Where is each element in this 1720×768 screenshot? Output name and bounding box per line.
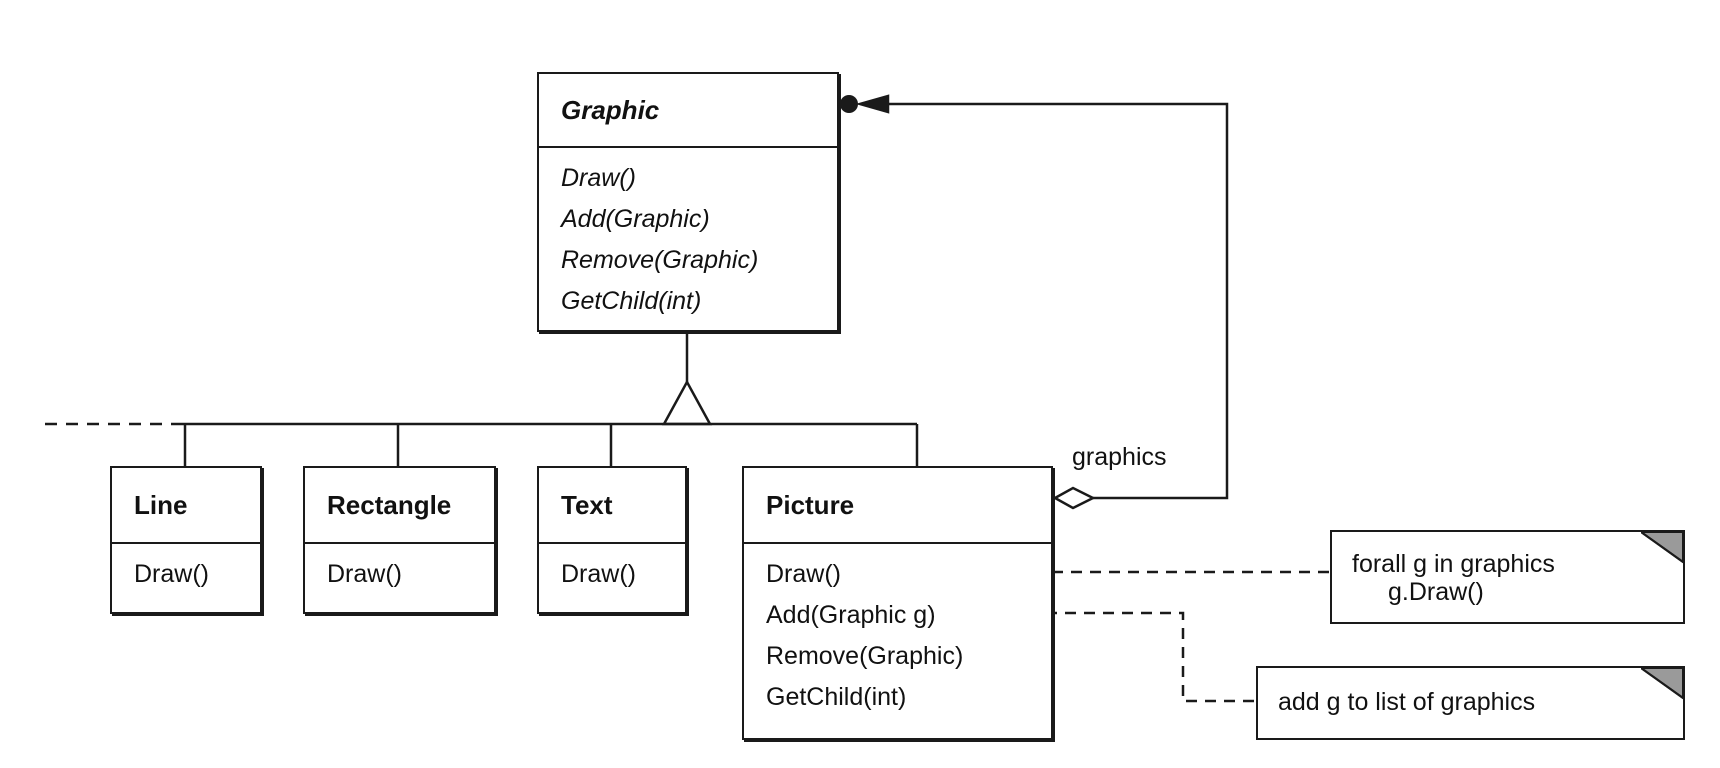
picture-op-add: Add(Graphic g) xyxy=(766,601,936,629)
rectangle-op-draw: Draw() xyxy=(327,560,402,588)
line-class-name: Line xyxy=(112,468,260,544)
folded-corner-icon xyxy=(1641,667,1684,700)
draw-note-line1: forall g in graphics xyxy=(1352,550,1555,578)
aggregation-line xyxy=(870,102,1229,500)
add-note: add g to list of graphics xyxy=(1256,666,1685,740)
graphic-class-operations: Draw() Add(Graphic) Remove(Graphic) GetC… xyxy=(539,148,837,322)
rectangle-class-operations: Draw() xyxy=(305,544,494,595)
draw-note: forall g in graphics g.Draw() xyxy=(1330,530,1685,624)
rectangle-class-name: Rectangle xyxy=(305,468,494,544)
picture-op-getchild: GetChild(int) xyxy=(766,683,907,711)
aggregation-dot xyxy=(840,95,858,113)
line-op-draw: Draw() xyxy=(134,560,209,588)
aggregation-diamond xyxy=(1052,486,1096,510)
graphic-class[interactable]: Graphic Draw() Add(Graphic) Remove(Graph… xyxy=(537,72,839,332)
graphic-op-draw: Draw() xyxy=(561,164,636,192)
picture-class[interactable]: Picture Draw() Add(Graphic g) Remove(Gra… xyxy=(742,466,1053,740)
graphic-op-add: Add(Graphic) xyxy=(561,205,710,233)
line-class[interactable]: Line Draw() xyxy=(110,466,262,614)
text-class-operations: Draw() xyxy=(539,544,685,595)
inheritance-triangle xyxy=(661,379,713,426)
graphic-class-name: Graphic xyxy=(539,74,837,148)
rectangle-class[interactable]: Rectangle Draw() xyxy=(303,466,496,614)
picture-op-draw: Draw() xyxy=(766,560,841,588)
add-note-line1: add g to list of graphics xyxy=(1278,688,1536,716)
add-note-link xyxy=(1027,611,1256,703)
text-op-draw: Draw() xyxy=(561,560,636,588)
text-class-name: Text xyxy=(539,468,685,544)
graphic-op-getchild: GetChild(int) xyxy=(561,287,702,315)
graphic-op-remove: Remove(Graphic) xyxy=(561,246,759,274)
text-class[interactable]: Text Draw() xyxy=(537,466,687,614)
aggregation-arrowhead xyxy=(855,94,890,114)
aggregation-label: graphics xyxy=(1072,443,1167,471)
picture-op-remove: Remove(Graphic) xyxy=(766,642,964,670)
folded-corner-icon xyxy=(1641,531,1684,564)
picture-class-operations: Draw() Add(Graphic g) Remove(Graphic) Ge… xyxy=(744,544,1051,718)
line-class-operations: Draw() xyxy=(112,544,260,595)
draw-note-line2: g.Draw() xyxy=(1388,578,1484,606)
picture-class-name: Picture xyxy=(744,468,1051,544)
